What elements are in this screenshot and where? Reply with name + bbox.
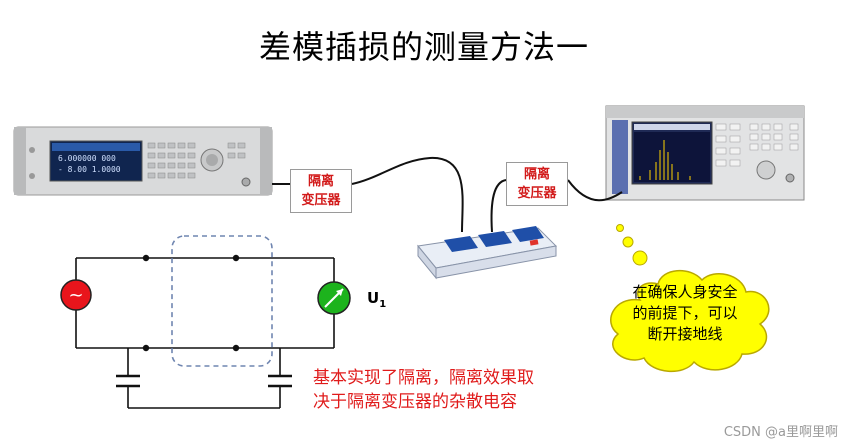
svg-text:6.000000 000: 6.000000 000 — [58, 154, 116, 163]
capacitors — [116, 374, 292, 388]
power-strip — [417, 226, 558, 280]
bubble-text: 在确保人身安全 的前提下，可以 断开接地线 — [612, 282, 758, 345]
bubble-line3: 断开接地线 — [647, 325, 723, 343]
junction-dots — [142, 254, 240, 352]
note-line1: 基本实现了隔离，隔离效果取 — [313, 368, 534, 388]
svg-text:- 8.00 1.0000: - 8.00 1.0000 — [58, 165, 121, 174]
transformer-left-line1: 隔离 — [307, 174, 334, 189]
circuit-wiring — [75, 257, 335, 409]
isolation-boundary — [171, 235, 273, 367]
bubble-line1: 在确保人身安全 — [632, 283, 738, 301]
voltmeter-label-main: U — [367, 289, 380, 307]
ac-source-symbol: ~ — [68, 285, 83, 306]
isolation-transformer-label-right: 隔离 变压器 — [506, 162, 568, 206]
bubble-line2: 的前提下，可以 — [632, 304, 738, 322]
voltmeter-label: U1 — [367, 289, 386, 310]
isolation-transformer-label-left: 隔离 变压器 — [290, 169, 352, 213]
transformer-right-line1: 隔离 — [523, 167, 550, 182]
isolation-note: 基本实现了隔离，隔离效果取 决于隔离变压器的杂散电容 — [313, 366, 613, 414]
thought-bubble — [610, 224, 770, 373]
note-line2: 决于隔离变压器的杂散电容 — [313, 392, 517, 412]
transformer-right-line2: 变压器 — [517, 186, 557, 201]
watermark: CSDN @a里啊里啊 — [723, 425, 838, 440]
ac-source: ~ — [60, 279, 92, 311]
voltmeter — [317, 281, 351, 315]
transformer-left-line2: 变压器 — [301, 193, 341, 208]
voltmeter-label-subscript: 1 — [379, 299, 387, 310]
page-title: 差模插损的测量方法一 — [258, 28, 589, 66]
signal-generator: 6.000000 000 - 8.00 1.0000 — [13, 126, 273, 196]
spectrum-analyzer — [605, 105, 805, 201]
cables — [272, 156, 623, 233]
